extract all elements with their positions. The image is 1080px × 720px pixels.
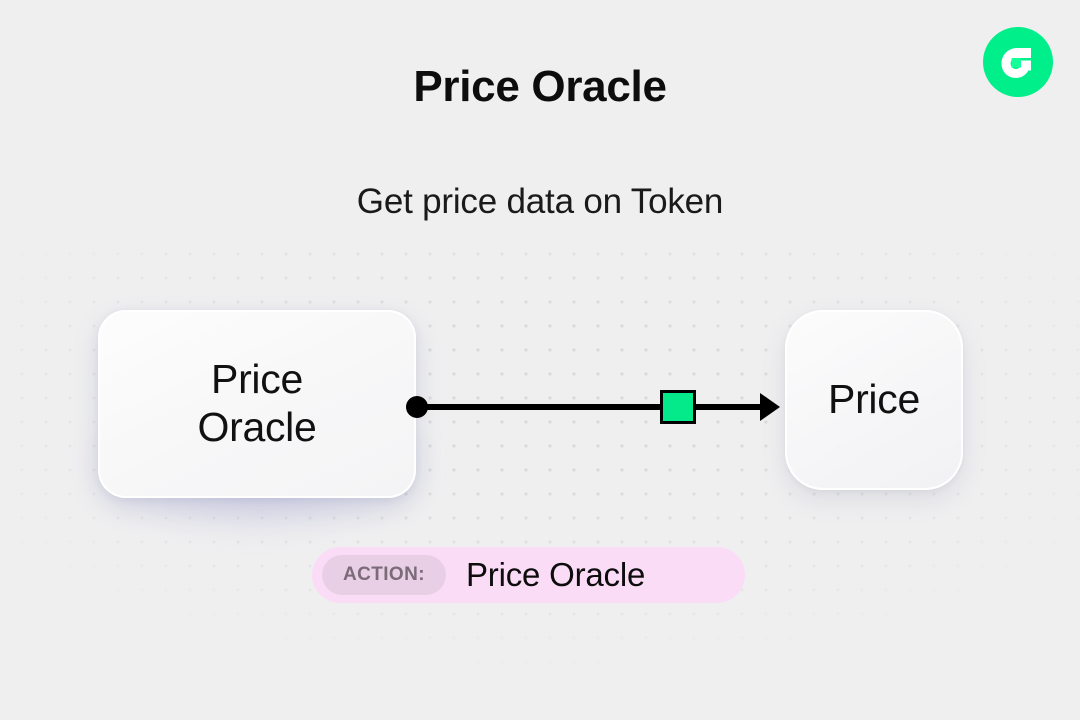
flow-logo-icon	[983, 27, 1053, 97]
connector-arrow	[406, 393, 780, 421]
source-node-label-line1: Price	[211, 356, 303, 403]
action-badge: ACTION: Price Oracle	[312, 547, 745, 603]
action-badge-tag: ACTION:	[322, 555, 446, 595]
connector-arrowhead-icon	[760, 393, 780, 421]
page-title: Price Oracle	[413, 62, 667, 111]
page-subtitle: Get price data on Token	[356, 182, 724, 221]
target-node-card[interactable]: Price	[785, 310, 963, 490]
source-node-card[interactable]: Price Oracle	[98, 310, 416, 498]
source-node-label: Price Oracle	[198, 356, 317, 451]
target-node-label: Price	[828, 376, 920, 423]
action-square-node[interactable]	[660, 390, 696, 424]
action-badge-value: Price Oracle	[465, 556, 646, 593]
source-node-label-line2: Oracle	[197, 404, 317, 450]
